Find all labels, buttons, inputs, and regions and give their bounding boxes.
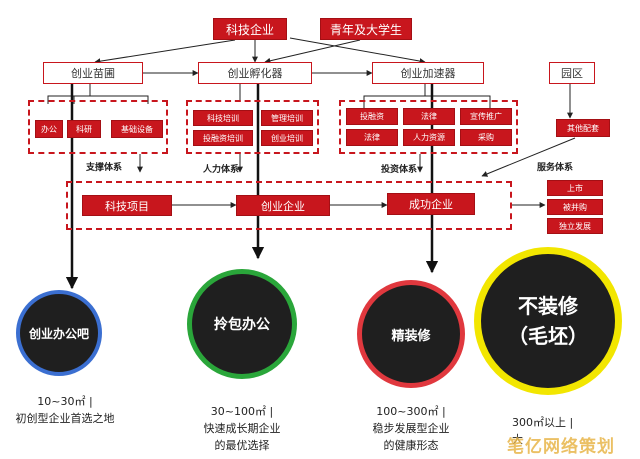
- caption-no-decoration: 300㎡以上 | 大: [490, 414, 610, 448]
- accelerator-dashed-group: [339, 100, 518, 154]
- nursery-dashed-group: [28, 100, 168, 154]
- investment-system-label: 投资体系: [381, 165, 418, 175]
- circle-startup-office: 创业办公吧: [16, 290, 102, 376]
- caption-startup-office: 10~30㎡ | 初创型企业首选之地: [0, 393, 130, 427]
- caption-fine-decoration-desc2: 的健康形态: [383, 439, 439, 452]
- incubator-item-tech-training: 科技培训: [193, 110, 253, 126]
- incubator-item-finance-training: 投融资培训: [193, 130, 253, 146]
- hr-system-label: 人力体系: [203, 165, 240, 175]
- nursery-item-office: 办公: [35, 120, 63, 138]
- caption-bag-office: 30~100㎡ | 快速成长期企业 的最优选择: [182, 403, 302, 454]
- flow-tech-project: 科技项目: [82, 195, 172, 216]
- watermark-text: 笔亿网络策划: [507, 437, 615, 457]
- incubator-dashed-group: [186, 100, 319, 154]
- nursery-item-research: 科研: [67, 120, 101, 138]
- caption-fine-decoration: 100~300㎡ | 稳步发展型企业 的健康形态: [351, 403, 471, 454]
- accelerator-item-hr: 人力资源: [403, 129, 455, 146]
- caption-no-decoration-area: 300㎡以上 |: [512, 416, 574, 429]
- circle-bag-office-title: 拎包办公: [214, 317, 270, 333]
- park-item-other: 其他配套: [556, 119, 610, 137]
- circle-startup-office-title: 创业办公吧: [28, 326, 89, 341]
- support-system-label: 支撑体系: [86, 163, 123, 173]
- outcome-acquired: 被并购: [547, 199, 603, 215]
- circle-no-decoration-title: 不装修: [518, 294, 578, 318]
- caption-fine-decoration-desc1: 稳步发展型企业: [372, 422, 450, 435]
- flow-startup: 创业企业: [236, 195, 330, 216]
- caption-bag-office-area: 30~100㎡ |: [210, 405, 274, 418]
- circle-fine-decoration-title: 精装修: [391, 328, 431, 344]
- incubator-item-startup-training: 创业培训: [261, 130, 313, 146]
- caption-no-decoration-desc: 大: [512, 433, 523, 446]
- caption-startup-office-area: 10~30㎡ |: [37, 395, 93, 408]
- incubator-item-mgmt-training: 管理培训: [261, 110, 313, 126]
- circle-bag-office: 拎包办公: [187, 269, 297, 379]
- youth-students-box: 青年及大学生: [320, 18, 412, 40]
- outcome-independent: 独立发展: [547, 218, 603, 234]
- accelerator-item-promotion: 宣传推广: [460, 108, 512, 125]
- nursery-item-equipment: 基础设备: [111, 120, 163, 138]
- accelerator-item-law: 法律: [403, 108, 455, 125]
- circle-no-decoration-subtitle: （毛坯）: [508, 324, 588, 348]
- accelerator-item-procurement: 采购: [460, 129, 512, 146]
- flow-dashed-group: [66, 181, 512, 230]
- incubator-box: 创业孵化器: [198, 62, 312, 84]
- caption-bag-office-desc2: 的最优选择: [214, 439, 270, 452]
- caption-fine-decoration-area: 100~300㎡ |: [376, 405, 446, 418]
- tech-enterprise-box: 科技企业: [213, 18, 287, 40]
- caption-bag-office-desc1: 快速成长期企业: [203, 422, 281, 435]
- park-box: 园区: [549, 62, 595, 84]
- nursery-box: 创业苗圃: [43, 62, 143, 84]
- circle-no-decoration: 不装修 （毛坯）: [474, 247, 622, 395]
- caption-startup-office-desc: 初创型企业首选之地: [15, 412, 115, 425]
- accelerator-item-financing: 投融资: [346, 108, 398, 125]
- accelerator-item-law-2: 法律: [346, 129, 398, 146]
- circle-fine-decoration: 精装修: [357, 280, 465, 388]
- outcome-ipo: 上市: [547, 180, 603, 196]
- service-system-label: 服务体系: [537, 163, 574, 173]
- flow-success: 成功企业: [387, 193, 475, 215]
- accelerator-box: 创业加速器: [372, 62, 484, 84]
